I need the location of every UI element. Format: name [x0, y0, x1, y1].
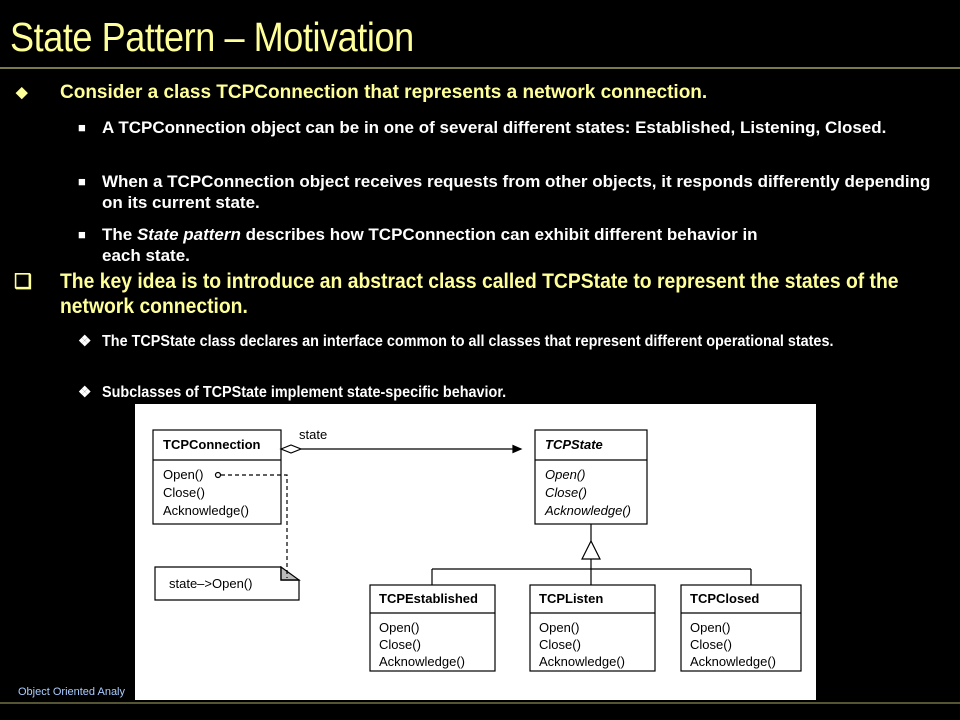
note-link	[221, 474, 288, 578]
tcpclosed-class-box	[680, 584, 802, 672]
diamond-bullet-icon: ◆	[16, 84, 28, 101]
note-text: state–>Open()	[169, 576, 252, 591]
four-diamond-bullet-icon: ❖	[78, 333, 92, 350]
tcplisten-method: Acknowledge()	[539, 654, 625, 669]
square-bullet-icon: ■	[78, 174, 86, 189]
bullet-text-after: describes how TCPConnection can exhibit …	[240, 225, 758, 244]
tcpstate-method: Acknowledge()	[544, 503, 631, 518]
tcpclosed-method: Close()	[690, 637, 732, 652]
tcplisten-method: Open()	[539, 620, 579, 635]
tcpconnection-name: TCPConnection	[163, 437, 261, 452]
bullet-text: A TCPConnection object can be in one of …	[102, 118, 887, 137]
slide-title: State Pattern – Motivation	[10, 14, 414, 60]
square-bullet-icon: ■	[78, 227, 86, 242]
tcpclosed-name: TCPClosed	[690, 591, 759, 606]
note-fold	[280, 565, 301, 581]
association-label: state	[299, 427, 327, 442]
tcpestablished-name: TCPEstablished	[379, 591, 478, 606]
bullet-interface: ❖ The TCPState class declares an interfa…	[78, 331, 958, 352]
bullet-key-idea: ❑ The key idea is to introduce an abstra…	[14, 269, 944, 319]
four-diamond-bullet-icon: ❖	[78, 384, 92, 401]
bullet-text: When a TCPConnection object receives req…	[102, 172, 931, 212]
bullet-subclasses: ❖ Subclasses of TCPState implement state…	[78, 382, 958, 403]
tcplisten-class-box	[529, 584, 656, 672]
tcpconnection-method: Acknowledge()	[163, 503, 249, 518]
bullet-text: Consider a class TCPConnection that repr…	[60, 82, 708, 103]
aggregation-diamond-icon	[279, 444, 303, 454]
hollow-square-bullet-icon: ❑	[14, 271, 32, 293]
bullet-state-pattern: ■ The State pattern describes how TCPCon…	[78, 224, 938, 266]
bullet-text-italic: State pattern	[136, 225, 241, 244]
uml-diagram-svg: TCPConnection Open() Close() Acknowledge…	[152, 427, 802, 672]
tcpclosed-method: Acknowledge()	[690, 654, 776, 669]
bullet-text-before: The	[102, 225, 137, 244]
tcpconnection-method: Close()	[163, 485, 205, 500]
bullet-states: ■ A TCPConnection object can be in one o…	[78, 117, 938, 138]
bullet-text: The State pattern describes how TCPConne…	[102, 224, 938, 266]
tcpstate-method: Open()	[545, 467, 585, 482]
tcpestablished-method: Open()	[379, 620, 419, 635]
tcplisten-name: TCPListen	[539, 591, 603, 606]
bullet-text: Subclasses of TCPState implement state-s…	[102, 384, 507, 401]
square-bullet-icon: ■	[78, 120, 86, 135]
uml-class-diagram: TCPConnection Open() Close() Acknowledge…	[135, 404, 816, 700]
tcpconnection-class-box	[152, 429, 282, 525]
tcpstate-name: TCPState	[545, 437, 603, 452]
tcplisten-method: Close()	[539, 637, 581, 652]
tcpestablished-method: Acknowledge()	[379, 654, 465, 669]
title-divider	[0, 67, 960, 69]
bullet-text: The TCPState class declares an interface…	[102, 333, 834, 350]
note-anchor-icon	[214, 471, 222, 479]
inheritance-triangle-icon	[581, 539, 601, 560]
tcpclosed-method: Open()	[690, 620, 730, 635]
tcpconnection-method: Open()	[163, 467, 203, 482]
tcpestablished-method: Close()	[379, 637, 421, 652]
bullet-requests: ■ When a TCPConnection object receives r…	[78, 171, 938, 213]
footer-divider	[0, 702, 960, 704]
slide-footer: Object Oriented Analy	[18, 686, 126, 698]
bullet-text: The key idea is to introduce an abstract…	[60, 270, 899, 318]
tcpestablished-class-box	[369, 584, 496, 672]
bullet-text-continued: each state.	[102, 246, 190, 265]
tcpstate-method: Close()	[545, 485, 587, 500]
arrowhead-icon	[512, 444, 523, 454]
